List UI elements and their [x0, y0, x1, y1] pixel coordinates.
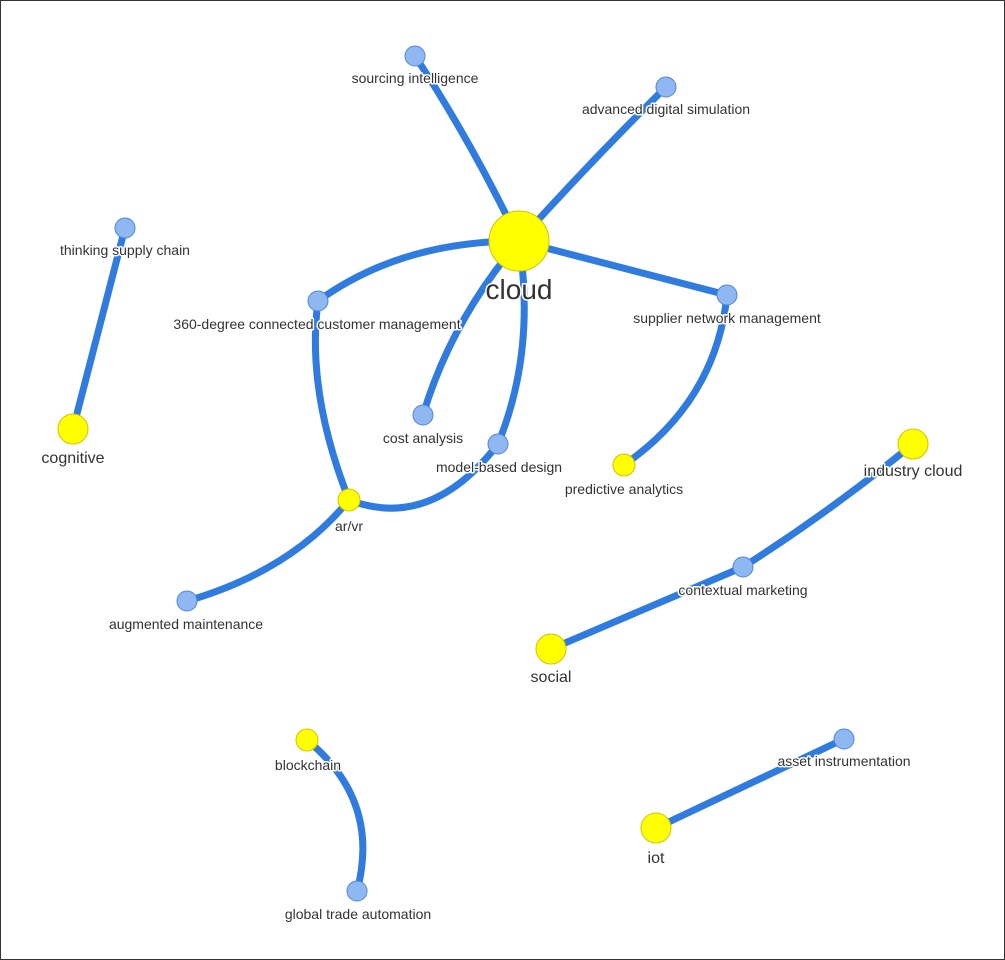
label-social: social	[531, 669, 572, 686]
node-industry-cloud[interactable]	[897, 428, 929, 460]
label-cognitive: cognitive	[41, 450, 104, 467]
node-cognitive[interactable]	[57, 413, 89, 445]
node-cost-analysis[interactable]	[412, 404, 434, 426]
label-arvr: ar/vr	[335, 518, 363, 534]
node-customer-mgmt[interactable]	[307, 290, 329, 312]
edge-cognitive-to-thinking-supply-chain	[69, 224, 129, 433]
node-augmented-maintenance[interactable]	[176, 590, 198, 612]
node-supplier-network[interactable]	[716, 284, 738, 306]
node-predictive-analytics[interactable]	[612, 453, 636, 477]
label-blockchain: blockchain	[275, 757, 341, 773]
node-asset-instrumentation[interactable]	[833, 728, 855, 750]
edge-blockchain-to-global-trade-automation	[303, 736, 367, 895]
label-asset-instrumentation: asset instrumentation	[777, 753, 910, 769]
node-cloud[interactable]	[488, 210, 550, 272]
label-cloud: cloud	[486, 274, 553, 305]
node-sourcing-intelligence[interactable]	[404, 45, 426, 67]
label-global-trade-automation: global trade automation	[285, 906, 431, 922]
label-contextual-marketing: contextual marketing	[678, 582, 807, 598]
edge-cloud-to-supplier-network	[515, 237, 731, 299]
edge-customer-mgmt-to-arvr	[311, 297, 353, 504]
label-industry-cloud: industry cloud	[864, 463, 963, 480]
node-model-based-design[interactable]	[487, 433, 509, 455]
node-blockchain[interactable]	[295, 728, 319, 752]
label-sourcing-intelligence: sourcing intelligence	[352, 70, 479, 86]
label-cost-analysis: cost analysis	[383, 430, 463, 446]
node-iot[interactable]	[640, 812, 672, 844]
node-contextual-marketing[interactable]	[732, 556, 754, 578]
node-advanced-digital-simulation[interactable]	[655, 76, 677, 98]
label-thinking-supply-chain: thinking supply chain	[60, 242, 190, 258]
label-customer-mgmt: 360-degree connected customer management	[173, 316, 460, 332]
label-predictive-analytics: predictive analytics	[565, 481, 683, 497]
edge-contextual-marketing-to-social	[547, 563, 747, 653]
nodes-layer	[57, 45, 929, 902]
label-model-based-design: model-based design	[436, 459, 562, 475]
edge-supplier-network-to-predictive-analytics	[620, 291, 731, 469]
node-arvr[interactable]	[337, 488, 361, 512]
node-social[interactable]	[535, 633, 567, 665]
edge-industry-cloud-to-contextual-marketing	[739, 440, 917, 571]
edge-arvr-to-augmented-maintenance	[183, 496, 353, 605]
label-advanced-digital-simulation: advanced digital simulation	[582, 101, 750, 117]
label-supplier-network: supplier network management	[633, 310, 821, 326]
edge-model-based-design-to-arvr	[345, 440, 502, 512]
label-iot: iot	[648, 850, 665, 867]
label-augmented-maintenance: augmented maintenance	[109, 616, 263, 632]
node-global-trade-automation[interactable]	[346, 880, 368, 902]
node-thinking-supply-chain[interactable]	[114, 217, 136, 239]
labels-layer: cloud cognitive social iot industry cloud blo…	[40, 69, 964, 924]
edge-iot-to-asset-instrumentation	[652, 735, 848, 832]
